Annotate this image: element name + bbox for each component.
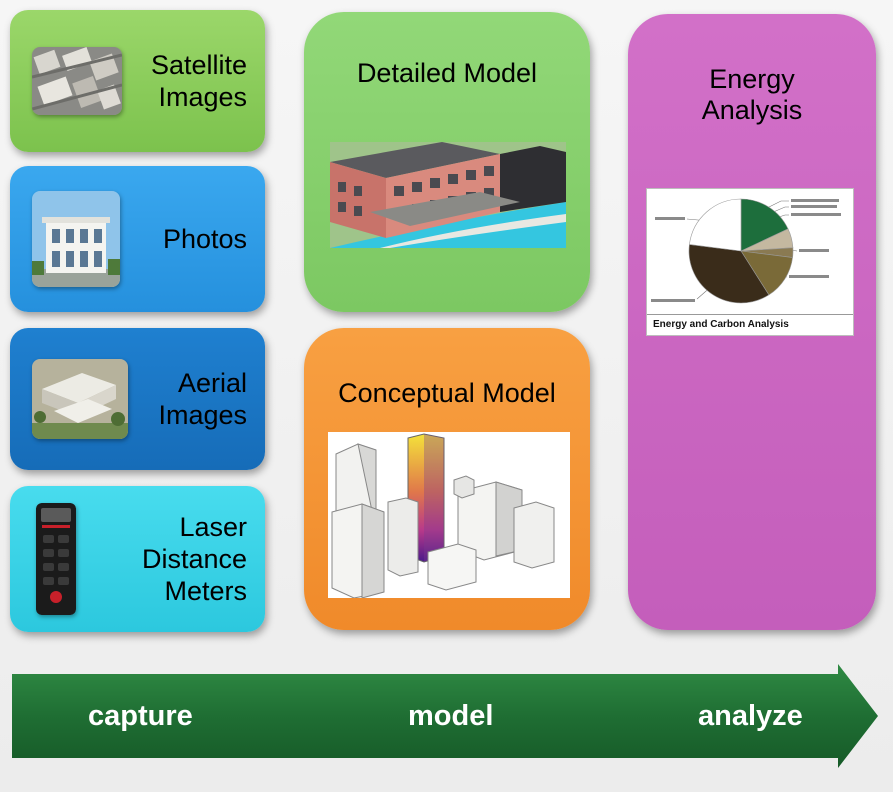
conceptual-model-title: Conceptual Model	[338, 378, 556, 408]
laser-distance-meters-card: Laser Distance Meters	[10, 486, 265, 632]
aerial-images-card: Aerial Images	[10, 328, 265, 470]
detailed-model-card: Detailed Model	[304, 12, 590, 312]
pie-slice	[688, 244, 770, 304]
conceptual-model-card: Conceptual Model	[304, 328, 590, 630]
pie-slice	[689, 198, 742, 252]
energy-pie-chart	[651, 198, 841, 304]
detailed-model-title: Detailed Model	[356, 58, 538, 88]
detailed-building-model-image	[330, 142, 566, 248]
energy-pie-chart-panel: Energy and Carbon Analysis	[646, 188, 854, 336]
laser-meter-thumbnail	[36, 503, 76, 615]
satellite-images-card: Satellite Images	[10, 10, 265, 152]
pie-label-placeholders	[651, 199, 841, 302]
laser-distance-meters-label: Laser Distance Meters	[141, 512, 247, 606]
stage-capture: capture	[88, 700, 193, 732]
photos-label: Photos	[162, 224, 247, 254]
stage-analyze: analyze	[698, 700, 803, 732]
aerial-image-thumbnail	[32, 359, 128, 439]
photos-card: Photos	[10, 166, 265, 312]
stage-model: model	[408, 700, 494, 732]
energy-analysis-title: Energy Analysis	[701, 64, 803, 125]
conceptual-massing-model-image	[328, 432, 570, 598]
pie-chart-caption: Energy and Carbon Analysis	[647, 314, 853, 335]
energy-analysis-card: Energy Analysis Energy	[628, 14, 876, 630]
satellite-images-label: Satellite Images	[150, 50, 247, 112]
pie-slice	[740, 198, 789, 252]
building-photo-thumbnail	[32, 191, 120, 287]
satellite-image-thumbnail	[32, 47, 122, 115]
aerial-images-label: Aerial Images	[158, 368, 247, 430]
pie-slices	[688, 198, 794, 304]
process-arrow: capture model analyze	[12, 664, 882, 774]
